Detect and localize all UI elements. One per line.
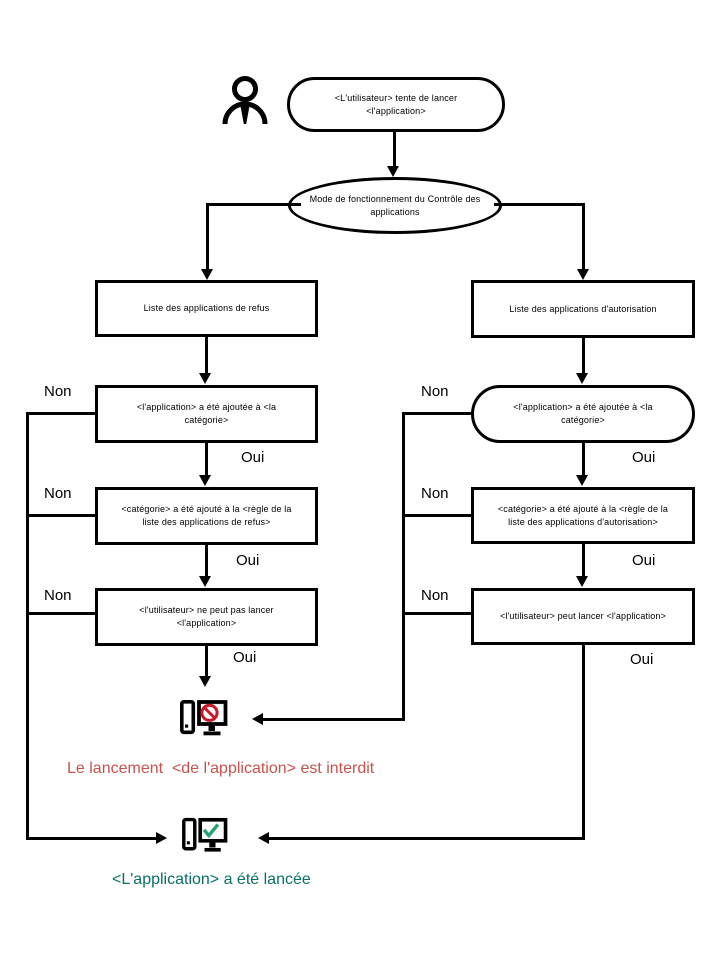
connector-denylist-denycat [205, 336, 208, 373]
arrowhead-denylist-denycat [199, 373, 211, 384]
arrowhead-allowcat-allowrule [576, 475, 588, 486]
node-deny-category-line2: catégorie> [184, 415, 229, 425]
arrowhead-start-mode [387, 166, 399, 177]
node-allow-user: <l'utilisateur> peut lancer <l'applicati… [471, 588, 695, 645]
node-mode: Mode de fonctionnement du Contrôle des a… [288, 177, 502, 234]
label-non-deny-2: Non [44, 485, 72, 502]
rail-allow-non-to-blocked [263, 718, 405, 721]
arrowhead-mode-allowlist [577, 269, 589, 280]
node-start-line2: <l'application> [366, 105, 426, 116]
label-oui-allow-3: Oui [630, 651, 654, 668]
node-deny-category: <l'application> a été ajoutée à <la caté… [95, 385, 318, 443]
person-icon [222, 76, 268, 125]
label-oui-allow-2: Oui [632, 552, 656, 569]
arrowhead-denycat-denyrule [199, 475, 211, 486]
connector-denyuser-blocked [205, 645, 208, 676]
rail-allow-non-vertical [402, 412, 405, 721]
label-oui-deny-2: Oui [236, 552, 260, 569]
connector-allowlist-allowcat [582, 337, 585, 373]
stub-allow-non-2 [402, 514, 472, 517]
arrowhead-non-launched [156, 832, 167, 844]
connector-allowcat-allowrule [582, 442, 585, 476]
stub-deny-non-2 [26, 514, 96, 517]
node-deny-list-line1: Liste des applications de refus [143, 303, 270, 313]
arrowhead-allowlist-allowcat [576, 373, 588, 384]
arrowhead-non-blocked [252, 713, 263, 725]
node-start: <L'utilisateur> tente de lancer <l'appli… [287, 77, 505, 132]
arrowhead-allowrule-allowuser [576, 576, 588, 587]
launched-caption: <L'application> a été lancée [112, 871, 311, 888]
computer-launched-icon [182, 817, 228, 852]
stub-deny-non-3 [26, 612, 96, 615]
node-mode-line2: applications [370, 206, 420, 217]
node-deny-rule: <catégorie> a été ajouté à la <règle de … [95, 487, 318, 545]
connector-denyrule-denyuser [205, 544, 208, 577]
connector-mode-denylist-h [206, 203, 301, 206]
stub-allow-non-3 [402, 612, 472, 615]
rail-allow-oui-vertical [582, 645, 585, 840]
label-oui-allow-1: Oui [632, 449, 656, 466]
node-deny-user: <l'utilisateur> ne peut pas lancer <l'ap… [95, 588, 318, 646]
node-allow-category-line1: <l'application> a été ajoutée à <la [513, 402, 653, 412]
node-allow-list: Liste des applications d'autorisation [471, 280, 695, 338]
node-deny-rule-line1: <catégorie> a été ajouté à la <règle de … [121, 504, 292, 514]
blocked-caption: Le lancement <de l'application> est inte… [67, 760, 375, 777]
node-deny-user-line2: <l'application> [176, 618, 237, 628]
node-allow-rule-line2: liste des applications d'autorisation> [508, 516, 658, 527]
node-mode-line1: Mode de fonctionnement du Contrôle des [309, 193, 481, 204]
label-oui-deny-3: Oui [233, 649, 257, 666]
label-non-allow-3: Non [421, 587, 449, 604]
arrowhead-mode-denylist [201, 269, 213, 280]
connector-mode-allowlist-v [582, 203, 585, 269]
node-allow-list-line1: Liste des applications d'autorisation [509, 303, 657, 314]
node-deny-user-line1: <l'utilisateur> ne peut pas lancer [139, 605, 274, 615]
node-allow-user-line1: <l'utilisateur> peut lancer <l'applicati… [500, 611, 666, 621]
connector-allowrule-allowuser [582, 543, 585, 577]
label-non-allow-2: Non [421, 485, 449, 502]
arrowhead-oui-launched [258, 832, 269, 844]
arrowhead-denyrule-denyuser [199, 576, 211, 587]
computer-blocked-icon [179, 700, 228, 736]
connector-mode-allowlist-h [494, 203, 585, 206]
label-non-allow-1: Non [421, 383, 449, 400]
rail-deny-non-to-launched [26, 837, 157, 840]
rail-deny-non-vertical [26, 412, 29, 840]
connector-mode-denylist-v [206, 203, 209, 269]
node-deny-list: Liste des applications de refus [95, 280, 318, 337]
label-oui-deny-1: Oui [241, 449, 265, 466]
connector-start-mode [393, 131, 396, 167]
node-deny-category-line1: <l'application> a été ajoutée à <la [136, 402, 277, 412]
label-non-deny-1: Non [44, 383, 72, 400]
node-allow-category-line2: catégorie> [561, 415, 605, 425]
node-start-line1: <L'utilisateur> tente de lancer [334, 92, 458, 103]
node-deny-rule-line2: liste des applications de refus> [142, 517, 271, 527]
connector-denycat-denyrule [205, 442, 208, 476]
node-allow-rule: <catégorie> a été ajouté à la <règle de … [471, 487, 695, 544]
arrowhead-denyuser-blocked [199, 676, 211, 687]
rail-allow-oui-to-launched [269, 837, 585, 840]
label-non-deny-3: Non [44, 587, 72, 604]
stub-allow-non-1 [402, 412, 472, 415]
node-allow-category: <l'application> a été ajoutée à <la caté… [471, 385, 695, 443]
node-allow-rule-line1: <catégorie> a été ajouté à la <règle de … [497, 503, 669, 514]
stub-deny-non-1 [26, 412, 96, 415]
